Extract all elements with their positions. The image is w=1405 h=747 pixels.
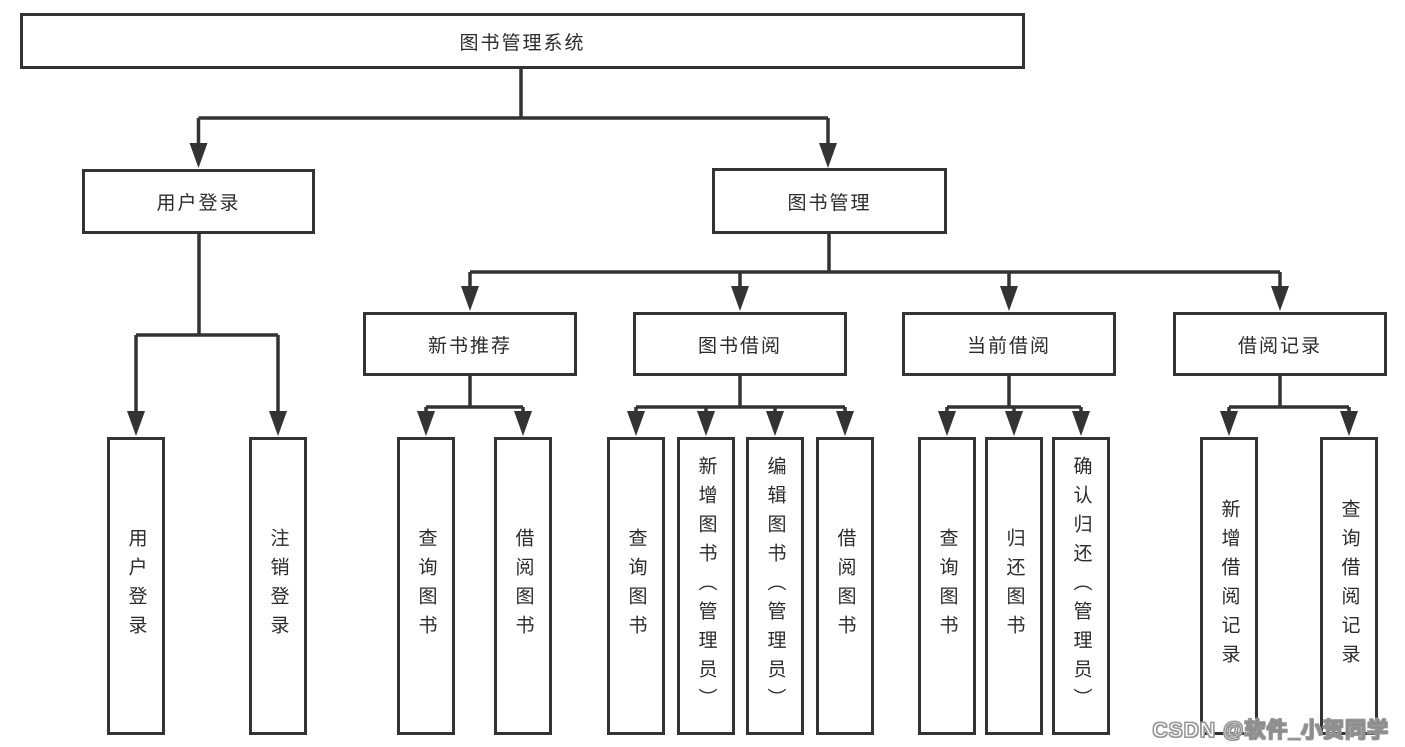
connector-user-login-branch [127,234,287,436]
leaf-user-login: 用户登录 [107,437,165,735]
connector-line [945,376,1083,417]
connector-book-management-branch [461,234,1289,311]
node-label: 查询图书 [415,528,437,644]
arrow-head-icon [938,411,1090,436]
node-label: 查询图书 [936,528,958,644]
node-label: 图书管理 [787,192,872,214]
leaf-return-book: 归还图书 [985,437,1043,735]
connector-line [634,376,847,417]
leaf-logout: 注销登录 [249,437,307,735]
node-label: 新增图书（管理员） [695,455,717,717]
leaf-query-books-borrow: 查询图书 [607,437,665,735]
arrow-head-icon [417,411,532,436]
node-label: 编辑图书（管理员） [764,455,786,717]
node-label: 借阅图书 [512,528,534,644]
leaf-add-borrow-record: 新增借阅记录 [1200,437,1258,735]
node-borrow-record: 借阅记录 [1173,312,1387,376]
node-user-login: 用户登录 [82,169,315,234]
node-root-library-system: 图书管理系统 [20,13,1025,69]
connector-line [468,234,1282,291]
connector-line [134,234,280,416]
arrow-head-icon [127,411,287,436]
node-new-book-recommend: 新书推荐 [363,312,577,376]
leaf-query-books-current: 查询图书 [918,437,976,735]
node-label: 归还图书 [1003,528,1025,644]
node-label: 图书借阅 [697,335,782,357]
node-label: 确认归还（管理员） [1070,455,1092,717]
arrow-head-icon [627,411,854,436]
connector-line [424,376,525,417]
connector-current-borrow-branch [938,376,1090,436]
leaf-borrow-books-recommend: 借阅图书 [494,437,552,735]
node-label: 注销登录 [267,528,289,644]
leaf-query-borrow-record: 查询借阅记录 [1320,437,1378,735]
leaf-edit-book-admin: 编辑图书（管理员） [746,437,804,735]
node-book-management: 图书管理 [712,168,947,234]
connector-line [196,69,830,148]
node-book-borrow: 图书借阅 [633,312,847,376]
connector-line [1227,376,1351,417]
leaf-borrow-books: 借阅图书 [816,437,874,735]
arrow-head-icon [461,286,1289,311]
node-current-borrow: 当前借阅 [902,312,1116,376]
csdn-watermark: CSDN @软件_小贺同学 [1152,719,1389,743]
node-label: 图书管理系统 [459,32,586,54]
leaf-confirm-return-admin: 确认归还（管理员） [1052,437,1110,735]
node-label: 借阅图书 [834,528,856,644]
node-label: 当前借阅 [966,335,1051,357]
node-label: 新增借阅记录 [1218,499,1240,673]
leaf-query-books-recommend: 查询图书 [397,437,455,735]
connector-root-to-level1 [189,69,837,168]
node-label: 查询借阅记录 [1338,499,1360,673]
node-label: 用户登录 [156,193,241,214]
node-label: 查询图书 [625,528,647,644]
node-label: 用户登录 [125,528,147,644]
arrow-head-icon [1220,411,1358,436]
connector-borrow-record-branch [1220,376,1358,436]
connector-book-borrow-branch [627,376,854,436]
leaf-add-book-admin: 新增图书（管理员） [677,437,735,735]
node-label: 新书推荐 [427,335,512,357]
node-label: 借阅记录 [1237,335,1322,357]
connector-new-book-recommend-branch [417,376,532,436]
arrow-head-icon [189,143,837,168]
